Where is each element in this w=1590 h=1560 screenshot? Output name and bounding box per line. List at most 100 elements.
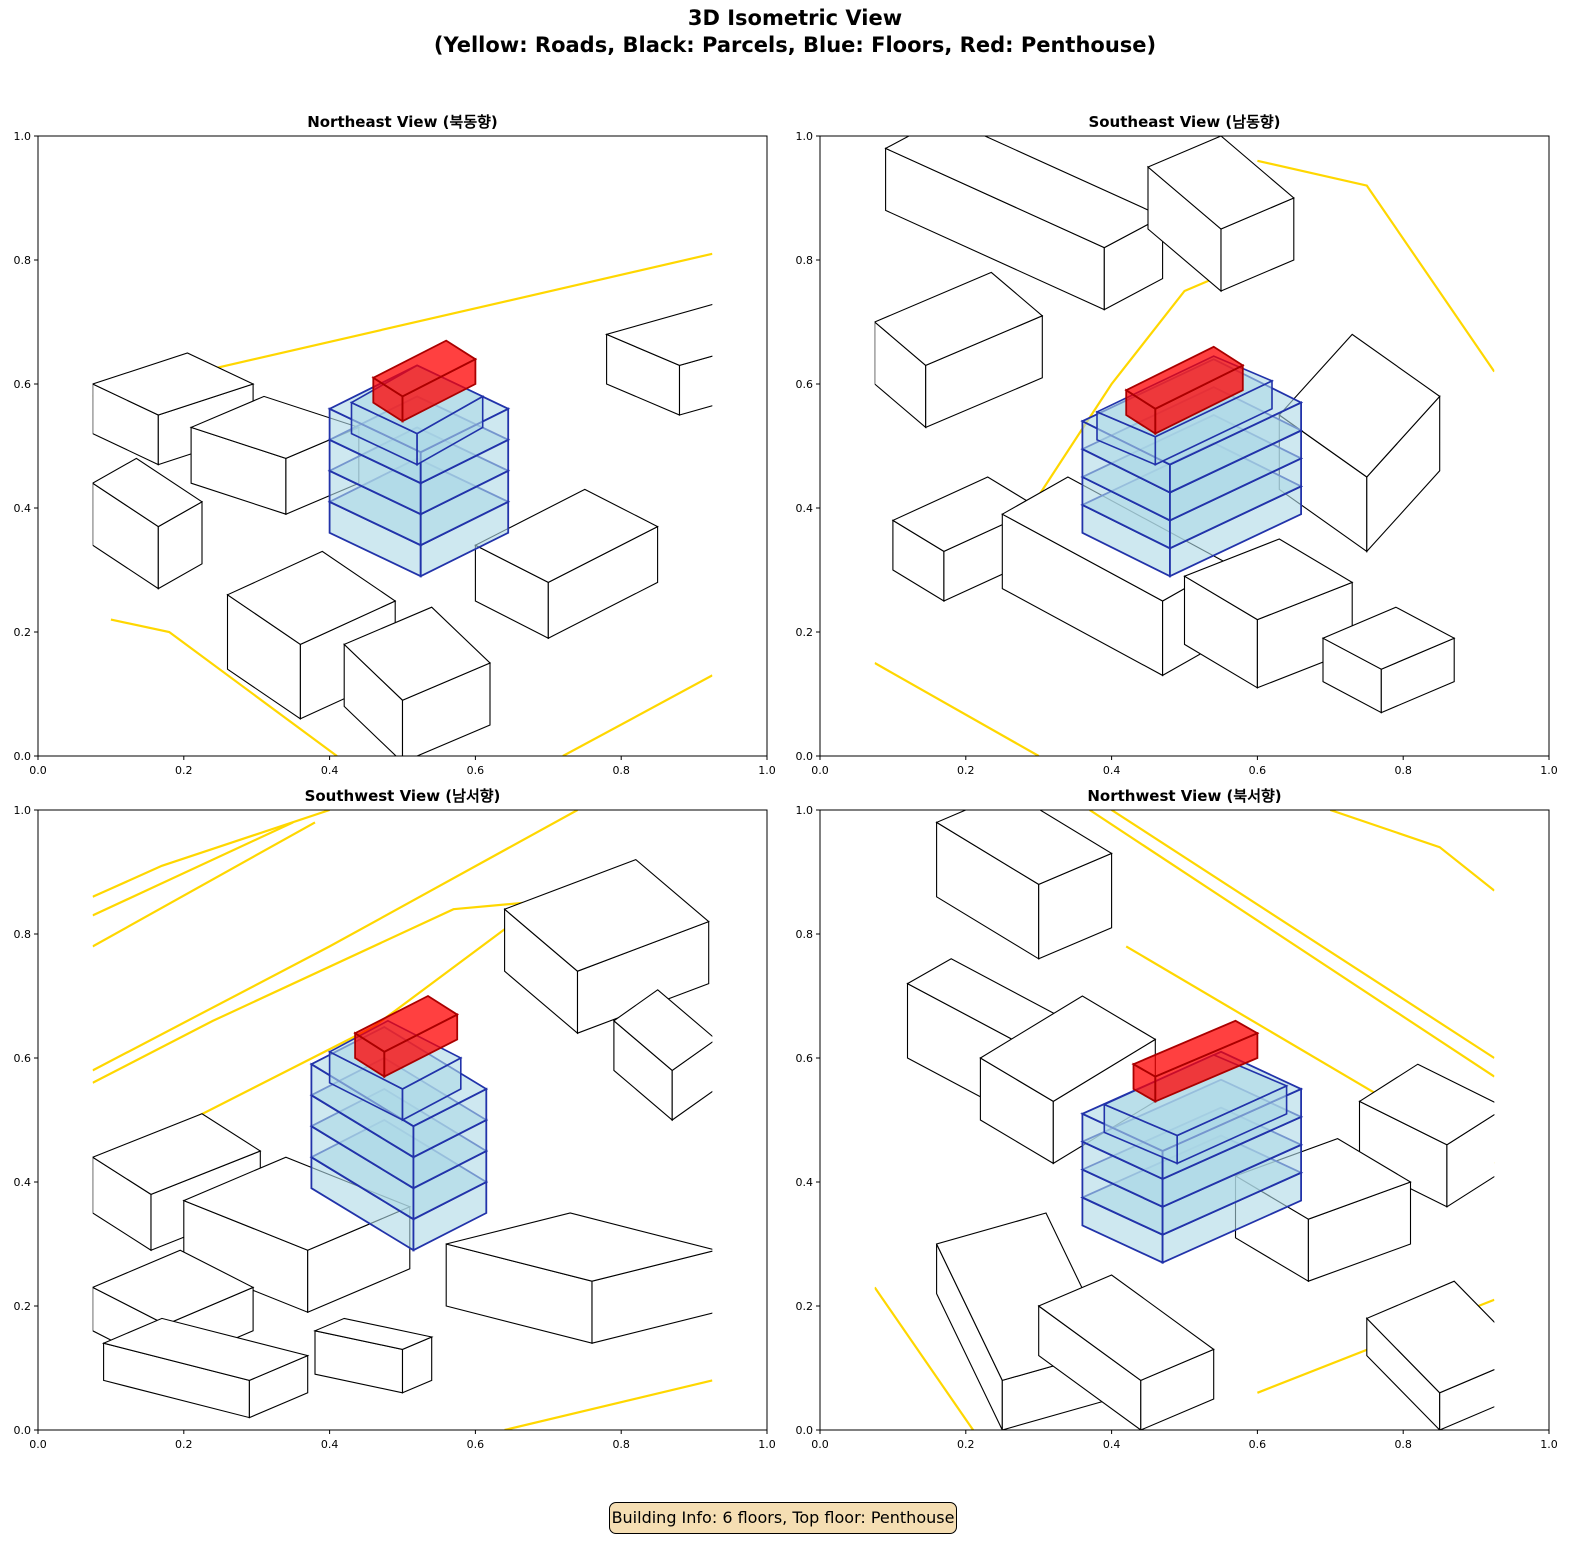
y-tick-label: 0.4 (796, 1176, 814, 1189)
plot-content (92, 810, 713, 1430)
x-tick-label: 0.8 (612, 764, 630, 777)
parcel-building (1321, 606, 1456, 714)
y-tick-label: 0.2 (14, 626, 32, 639)
y-tick-label: 1.0 (796, 804, 814, 817)
road-line (1111, 810, 1495, 1059)
x-tick-label: 0.2 (957, 764, 975, 777)
x-tick-label: 0.4 (1103, 1438, 1121, 1451)
penthouse-block-face (371, 339, 478, 398)
parcel-building (313, 1317, 434, 1394)
figure-subtitle: (Yellow: Roads, Black: Parcels, Blue: Fl… (433, 33, 1157, 57)
parcel-building-face (101, 1317, 310, 1381)
y-tick-label: 0.0 (796, 750, 814, 763)
road-line (92, 821, 316, 948)
parcel-building-face (474, 488, 659, 584)
road-line (504, 1379, 713, 1430)
y-tick-label: 0.6 (14, 378, 32, 391)
parcel-building (1146, 136, 1295, 293)
parcel-building (101, 1317, 310, 1419)
road-line (1089, 810, 1495, 1078)
parcel-building-face (979, 995, 1157, 1103)
parcel-building-face (604, 303, 713, 366)
parcel-building-face (226, 550, 397, 646)
x-tick-label: 0.2 (175, 1438, 193, 1451)
x-tick-label: 0.6 (1249, 764, 1267, 777)
axes-frame (819, 809, 1550, 1431)
penthouse-block (1131, 1019, 1260, 1103)
penthouse-block (353, 994, 460, 1079)
x-tick-label: 0.0 (29, 1438, 47, 1451)
plot-content (874, 136, 1495, 756)
y-tick-label: 0.2 (14, 1300, 32, 1313)
parcel-building-face (343, 606, 491, 701)
parcel-building-face (1358, 1063, 1495, 1146)
parcel-building-face (1321, 606, 1456, 670)
y-tick-label: 0.0 (14, 1424, 32, 1437)
y-tick-label: 1.0 (14, 804, 32, 817)
parcel-building-face (1183, 538, 1354, 621)
parcel-building (474, 488, 659, 640)
y-tick-label: 0.8 (796, 254, 814, 267)
parcel-building (1365, 1280, 1495, 1430)
plot-content (874, 810, 1495, 1430)
plot-content (92, 252, 713, 756)
parcel-building-face (1278, 333, 1441, 478)
subplot-title: Northwest View (북서향) (1087, 787, 1281, 805)
y-tick-label: 0.6 (796, 378, 814, 391)
penthouse-block (371, 339, 478, 423)
parcel-building-face (678, 355, 713, 416)
parcel-building (445, 1212, 713, 1344)
x-tick-label: 1.0 (1540, 764, 1558, 777)
penthouse-block-face (353, 994, 460, 1053)
subplot-title: Southwest View (남서향) (305, 787, 501, 805)
penthouse-block (1124, 345, 1245, 436)
y-tick-label: 1.0 (796, 130, 814, 143)
x-tick-label: 1.0 (758, 764, 776, 777)
y-tick-label: 0.8 (796, 928, 814, 941)
penthouse-block-face (1131, 1019, 1260, 1078)
parcel-building-face (1037, 1274, 1215, 1382)
parcel-building-face (1146, 136, 1295, 230)
x-tick-label: 1.0 (758, 1438, 776, 1451)
parcel-building (935, 810, 1113, 960)
axes-frame (819, 135, 1550, 757)
parcel-building-face (503, 858, 710, 972)
parcel-building (613, 989, 713, 1122)
x-tick-label: 0.0 (29, 764, 47, 777)
x-tick-label: 0.4 (1103, 764, 1121, 777)
y-tick-label: 0.2 (796, 626, 814, 639)
road-line (110, 618, 338, 756)
parcel-building-face (92, 1249, 255, 1326)
parcel-building (92, 457, 204, 590)
road-line (1329, 810, 1495, 892)
x-tick-label: 0.8 (1394, 764, 1412, 777)
parcel-building (343, 606, 491, 756)
x-tick-label: 0.8 (1394, 1438, 1412, 1451)
x-tick-label: 0.6 (467, 764, 485, 777)
road-line (562, 674, 713, 756)
road-line (1257, 159, 1495, 373)
parcel-building-face (313, 1317, 434, 1350)
road-line (874, 662, 1040, 756)
road-line (92, 821, 294, 917)
x-tick-label: 0.2 (175, 764, 193, 777)
y-tick-label: 0.2 (796, 1300, 814, 1313)
x-tick-label: 0.6 (467, 1438, 485, 1451)
parcel-building-face (92, 457, 204, 528)
y-tick-label: 0.4 (14, 1176, 32, 1189)
road-line (92, 810, 330, 898)
parcel-building-face (935, 810, 1113, 886)
parcel-building-face (613, 989, 713, 1072)
y-tick-label: 0.6 (796, 1052, 814, 1065)
parcel-building (884, 136, 1164, 311)
parcel-building-face (1439, 1368, 1495, 1430)
parcel-building-face (671, 1041, 713, 1122)
road-line (92, 810, 579, 1072)
y-tick-label: 0.4 (14, 502, 32, 515)
x-tick-label: 0.8 (612, 1438, 630, 1451)
parcel-building (1278, 333, 1441, 553)
parcel-building (979, 995, 1157, 1165)
